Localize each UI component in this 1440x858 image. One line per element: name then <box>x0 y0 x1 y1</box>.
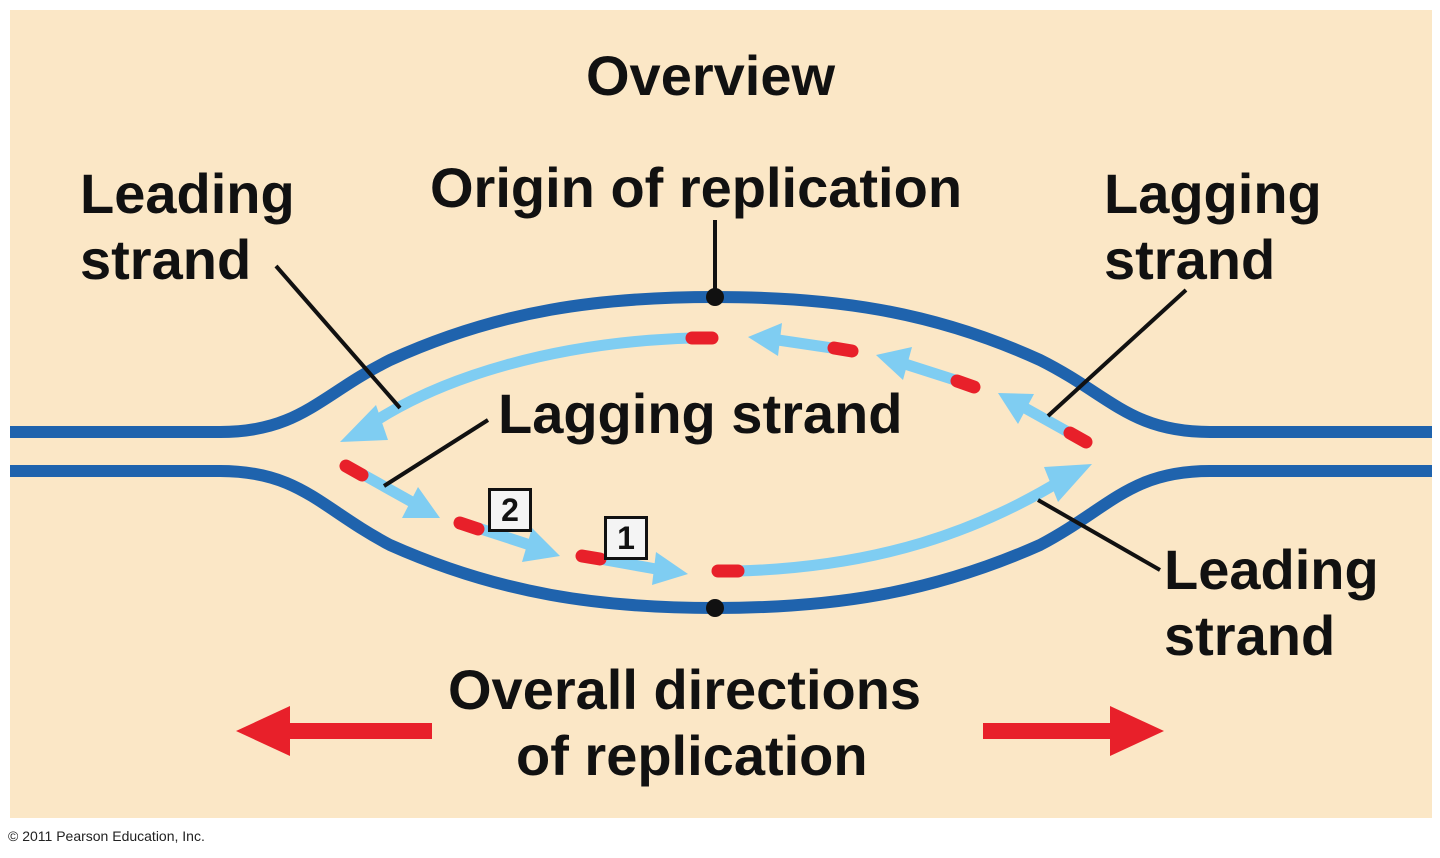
direction-arrow-left-head <box>236 706 290 756</box>
label-lagging-strand-center: Lagging strand <box>498 382 903 445</box>
okazaki-fragment-bottom-1-primer <box>339 459 369 482</box>
label-overall-directions-line2: of replication <box>516 724 868 787</box>
pointer-lagging-center <box>382 418 490 488</box>
okazaki-fragment-bottom-3-arrowhead <box>652 552 688 585</box>
pointer-lagging-right <box>1046 288 1188 418</box>
okazaki-fragment-top-3 <box>1022 403 1071 437</box>
okazaki-fragment-bottom-1-arrowhead <box>402 487 440 518</box>
pointer-leading-right <box>1037 498 1161 572</box>
leading-strand-bottom-arrowhead <box>1044 464 1092 502</box>
okazaki-fragment-bottom-1 <box>359 469 415 507</box>
origin-dot-bottom <box>706 599 724 617</box>
pointer-leading-left <box>274 264 402 410</box>
label-leading-strand-left-line2: strand <box>80 228 252 291</box>
okazaki-fragment-top-3-arrowhead <box>998 393 1034 424</box>
label-origin-of-replication: Origin of replication <box>430 156 963 219</box>
okazaki-fragment-top-2-arrowhead <box>876 347 912 380</box>
direction-arrow-right-head <box>1110 706 1164 756</box>
okazaki-fragment-bottom-2-primer <box>453 516 485 536</box>
okazaki-fragment-bottom-3-primer <box>575 549 607 566</box>
leading-strand-bottom <box>737 475 1065 577</box>
diagram-title: Overview <box>586 44 836 107</box>
label-lagging-strand-right-line1: Lagging <box>1104 162 1322 225</box>
okazaki-fragment-top-2-primer <box>950 374 981 394</box>
diagram-panel <box>10 10 1432 818</box>
leading-strand-top-arrowhead <box>340 405 388 442</box>
label-leading-strand-right-line2: strand <box>1164 604 1336 667</box>
label-lagging-strand-right-line2: strand <box>1104 228 1276 291</box>
okazaki-fragment-top-2 <box>903 358 957 386</box>
fragment-number-1: 1 <box>604 516 648 560</box>
label-overall-directions-line1: Overall directions <box>448 658 922 721</box>
leading-strand-top <box>358 332 693 435</box>
fragment-number-2: 2 <box>488 488 532 532</box>
okazaki-fragment-top-1-primer <box>827 341 859 358</box>
okazaki-fragment-top-1-arrowhead <box>748 323 782 356</box>
okazaki-fragment-bottom-2-arrowhead <box>522 528 560 562</box>
copyright-notice: © 2011 Pearson Education, Inc. <box>8 828 205 844</box>
okazaki-fragment-bottom-3 <box>599 553 657 575</box>
okazaki-fragment-bottom-2 <box>476 522 532 551</box>
label-leading-strand-left-line1: Leading <box>80 162 295 225</box>
okazaki-fragment-top-3-primer <box>1063 426 1093 449</box>
okazaki-fragment-top-1 <box>777 334 833 354</box>
label-leading-strand-right-line1: Leading <box>1164 538 1379 601</box>
